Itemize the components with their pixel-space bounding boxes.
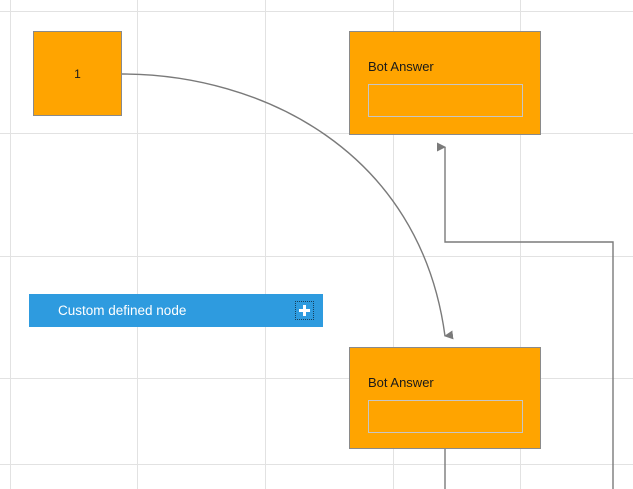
edge-orthogonal-to-bot-answer-top[interactable] [437,142,614,489]
node-bot-answer-bottom-slot[interactable] [368,400,523,433]
custom-defined-node-palette-item[interactable]: Custom defined node [29,294,323,327]
node-bot-answer-bottom[interactable]: Bot Answer [349,347,541,449]
node-bot-answer-top[interactable]: Bot Answer [349,31,541,135]
edge-curved-node1-to-bot-answer-bottom[interactable] [121,73,454,340]
node-1-label: 1 [74,66,81,81]
node-bot-answer-top-title: Bot Answer [368,59,434,74]
plus-icon[interactable] [295,301,314,320]
node-bot-answer-top-slot[interactable] [368,84,523,117]
node-bot-answer-bottom-title: Bot Answer [368,375,434,390]
node-1[interactable]: 1 [33,31,122,116]
custom-defined-node-label: Custom defined node [58,302,187,318]
